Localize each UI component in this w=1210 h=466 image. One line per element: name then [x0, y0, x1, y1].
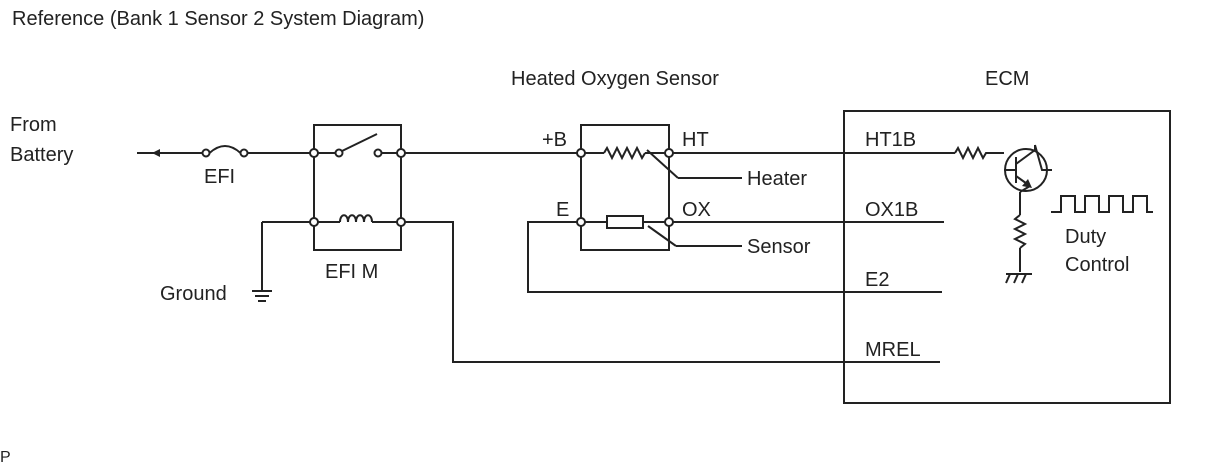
ecm-heading: ECM	[985, 68, 1029, 90]
ground-wire	[252, 221, 310, 302]
efi-fuse-label: EFI	[204, 166, 235, 188]
ground-label: Ground	[160, 283, 227, 305]
efi-m-relay-box	[313, 124, 402, 251]
pin-mrel-label: MREL	[865, 339, 921, 361]
heater-element	[576, 145, 742, 179]
pin-ox-label: OX	[682, 199, 711, 221]
diagram-title: Reference (Bank 1 Sensor 2 System Diagra…	[12, 8, 424, 30]
duty-waveform-icon	[1051, 195, 1153, 213]
corner-mark: P	[0, 449, 11, 466]
ecm-base-resistor	[954, 145, 1004, 161]
pin-e2-label: E2	[865, 269, 889, 291]
pin-ox1b-label: OX1B	[865, 199, 918, 221]
emitter-resistor	[1012, 192, 1028, 272]
sensor-element-label: Sensor	[747, 236, 811, 258]
control-label: Control	[1065, 254, 1129, 276]
pin-plus-b-label: +B	[542, 129, 567, 151]
oxygen-sensor-box	[580, 124, 670, 251]
sensor-heading: Heated Oxygen Sensor	[511, 68, 719, 90]
transistor-icon	[1004, 144, 1052, 193]
relay-switch	[309, 133, 406, 158]
ecm-ground-icon	[1005, 273, 1032, 284]
battery-label: Battery	[10, 144, 73, 166]
relay-coil	[309, 214, 406, 227]
sensor-element	[576, 215, 742, 247]
efi-fuse	[201, 145, 249, 158]
wire-e2	[527, 221, 942, 293]
wire-mrel	[405, 221, 940, 363]
pin-e-label: E	[556, 199, 569, 221]
pin-ht-label: HT	[682, 129, 709, 151]
heater-label: Heater	[747, 168, 807, 190]
pin-ht1b-label: HT1B	[865, 129, 916, 151]
ecm-box	[843, 110, 1171, 404]
efi-m-label: EFI M	[325, 261, 378, 283]
from-label: From	[10, 114, 57, 136]
battery-arrow	[137, 149, 203, 157]
duty-label: Duty	[1065, 226, 1106, 248]
